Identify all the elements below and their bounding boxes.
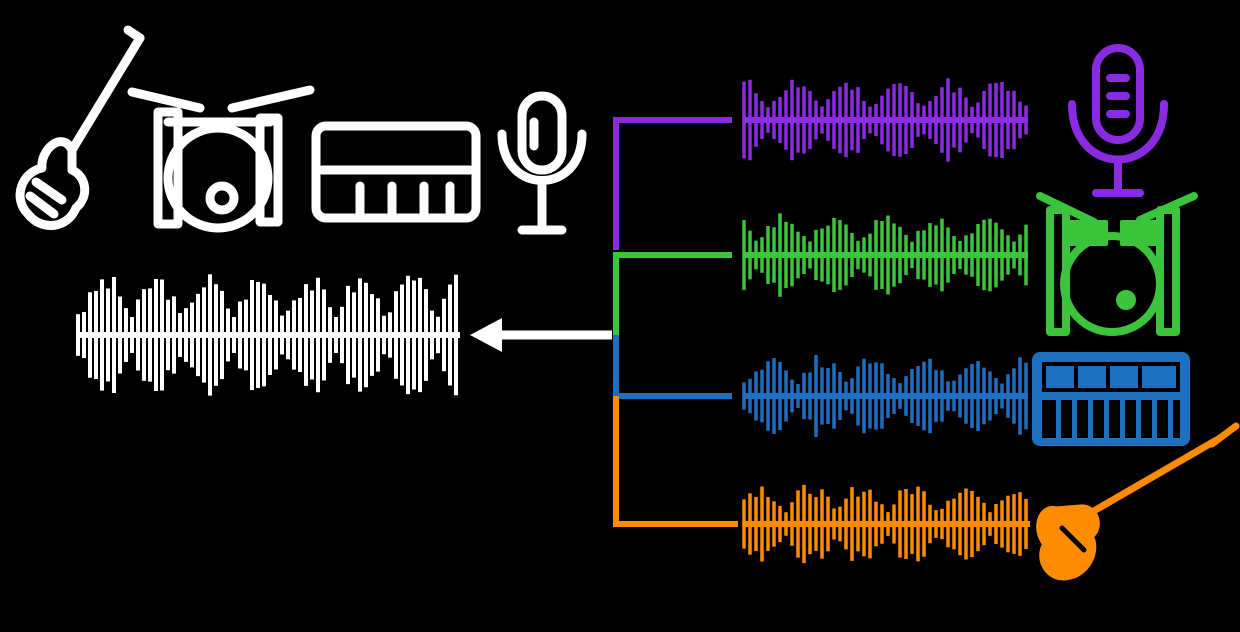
branch-lines (613, 117, 738, 527)
drum-kit-icon (1036, 192, 1198, 336)
drums-waveform (742, 213, 1028, 297)
microphone-icon (497, 91, 587, 235)
guitar-icon (1036, 422, 1240, 581)
keyboard-icon (1032, 352, 1190, 446)
keyboard-icon (311, 121, 481, 223)
branch-drums (613, 252, 732, 335)
microphone-icon (1068, 44, 1168, 197)
guitar-icon (15, 25, 145, 230)
vocals-waveform (742, 78, 1028, 162)
branch-guitar (613, 396, 738, 527)
branch-keys (613, 335, 732, 399)
drum-kit-icon (127, 85, 315, 233)
arrow (470, 318, 612, 352)
guitar-waveform (742, 484, 1030, 564)
mixed-waveform (76, 274, 460, 396)
branch-vocals (613, 117, 732, 250)
keys-waveform (742, 354, 1028, 438)
